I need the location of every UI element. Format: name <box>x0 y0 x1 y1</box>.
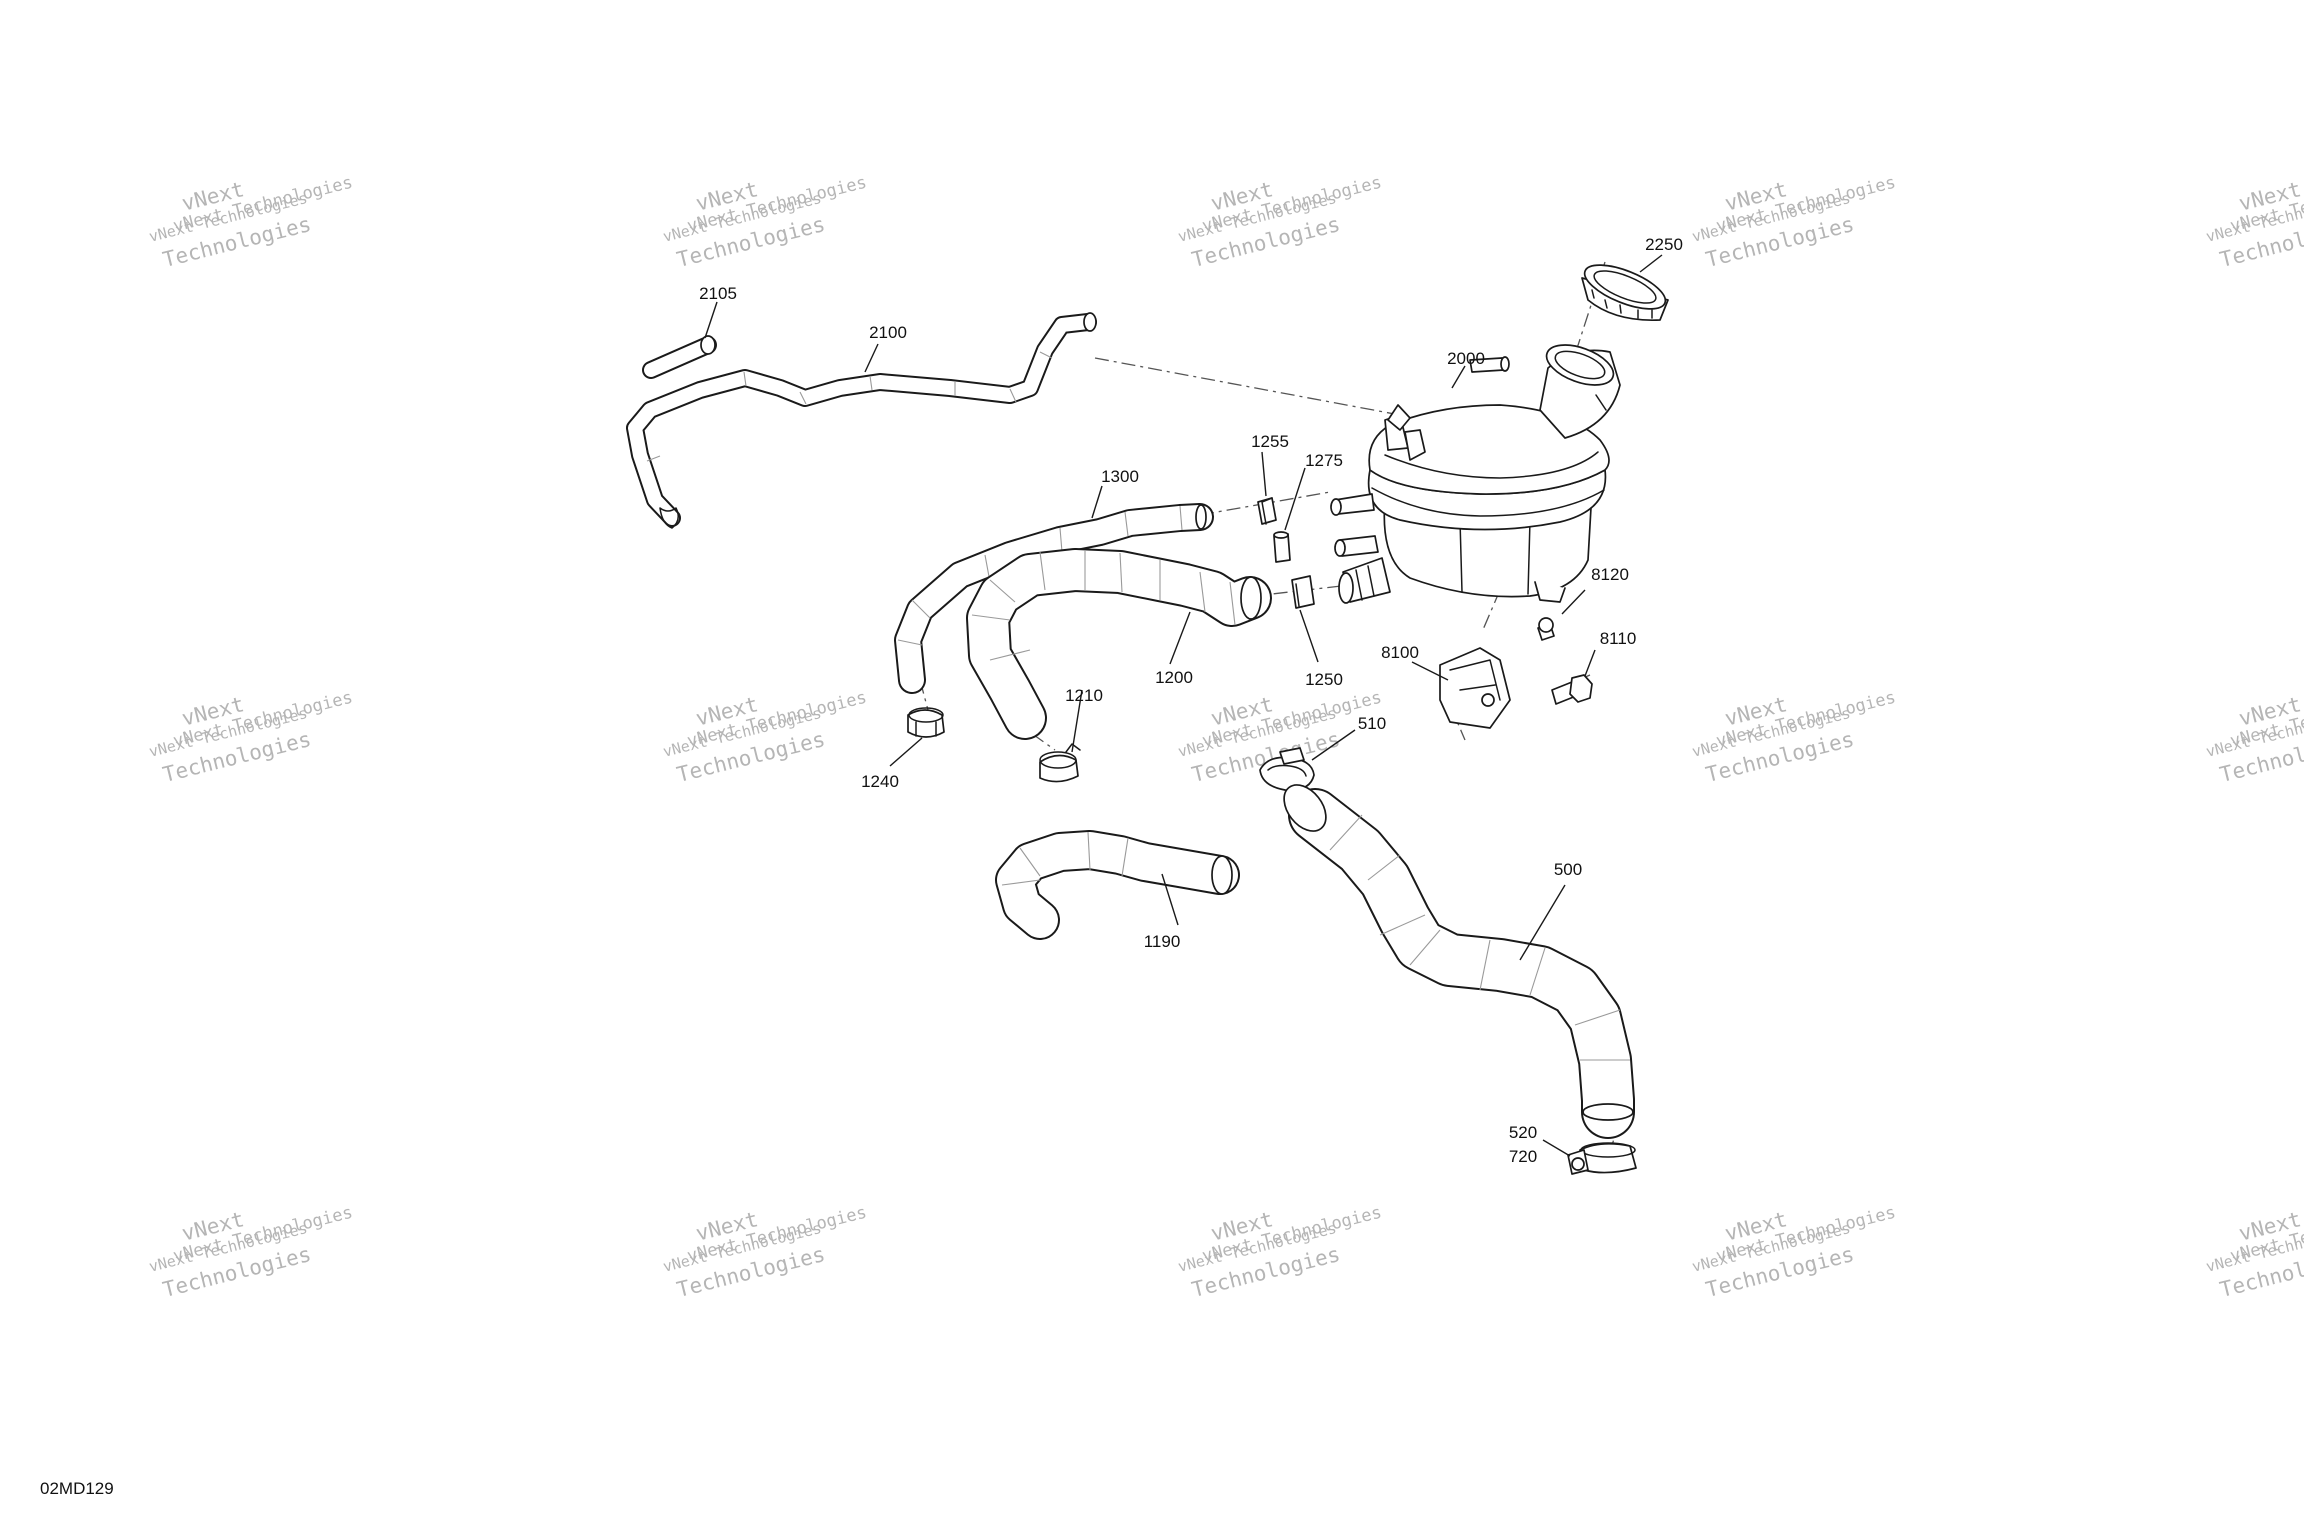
callout-1240: 1240 <box>861 772 899 791</box>
clamp-1240 <box>907 707 945 738</box>
callout-1200: 1200 <box>1155 668 1193 687</box>
bracket-8100 <box>1439 647 1511 729</box>
tube-2105 <box>642 335 717 379</box>
tube-1275 <box>1273 531 1291 563</box>
callout-720: 720 <box>1509 1147 1537 1166</box>
hose-1190 <box>995 830 1240 940</box>
clamp-1255 <box>1257 497 1277 525</box>
callout-8110: 8110 <box>1600 629 1637 648</box>
callout-520: 520 <box>1509 1123 1537 1142</box>
leader-lines <box>704 254 1663 1157</box>
bolt-8120 <box>1537 617 1555 641</box>
bolt-8110 <box>1551 674 1593 705</box>
callout-8120: 8120 <box>1591 565 1629 584</box>
clamp-520-720 <box>1567 1142 1637 1175</box>
hose-1200 <box>966 548 1272 740</box>
callout-1250: 1250 <box>1305 670 1343 689</box>
callout-labels: 2105 2100 2250 2000 1255 1275 1300 8120 … <box>699 235 1683 1166</box>
clamp-1210 <box>1039 743 1081 783</box>
cap-2250 <box>1581 264 1669 321</box>
callout-1275: 1275 <box>1305 451 1343 470</box>
callout-1190: 1190 <box>1144 932 1181 951</box>
callout-500: 500 <box>1554 860 1582 879</box>
clamp-510 <box>1259 747 1315 792</box>
diagram-id: 02MD129 <box>40 1479 114 1498</box>
callout-1210: 1210 <box>1065 686 1103 705</box>
callout-1255: 1255 <box>1251 432 1289 451</box>
callout-2250: 2250 <box>1645 235 1683 254</box>
callout-1300: 1300 <box>1101 467 1139 486</box>
hose-1300 <box>894 503 1214 694</box>
callout-2000: 2000 <box>1447 349 1485 368</box>
hose-500 <box>1283 784 1635 1139</box>
callout-8100: 8100 <box>1381 643 1419 662</box>
tube-2100 <box>626 312 1097 529</box>
clamp-1250 <box>1291 575 1315 609</box>
callout-2105: 2105 <box>699 284 737 303</box>
tank-2000 <box>1330 344 1621 604</box>
callout-2100: 2100 <box>869 323 907 342</box>
callout-510: 510 <box>1358 714 1386 733</box>
